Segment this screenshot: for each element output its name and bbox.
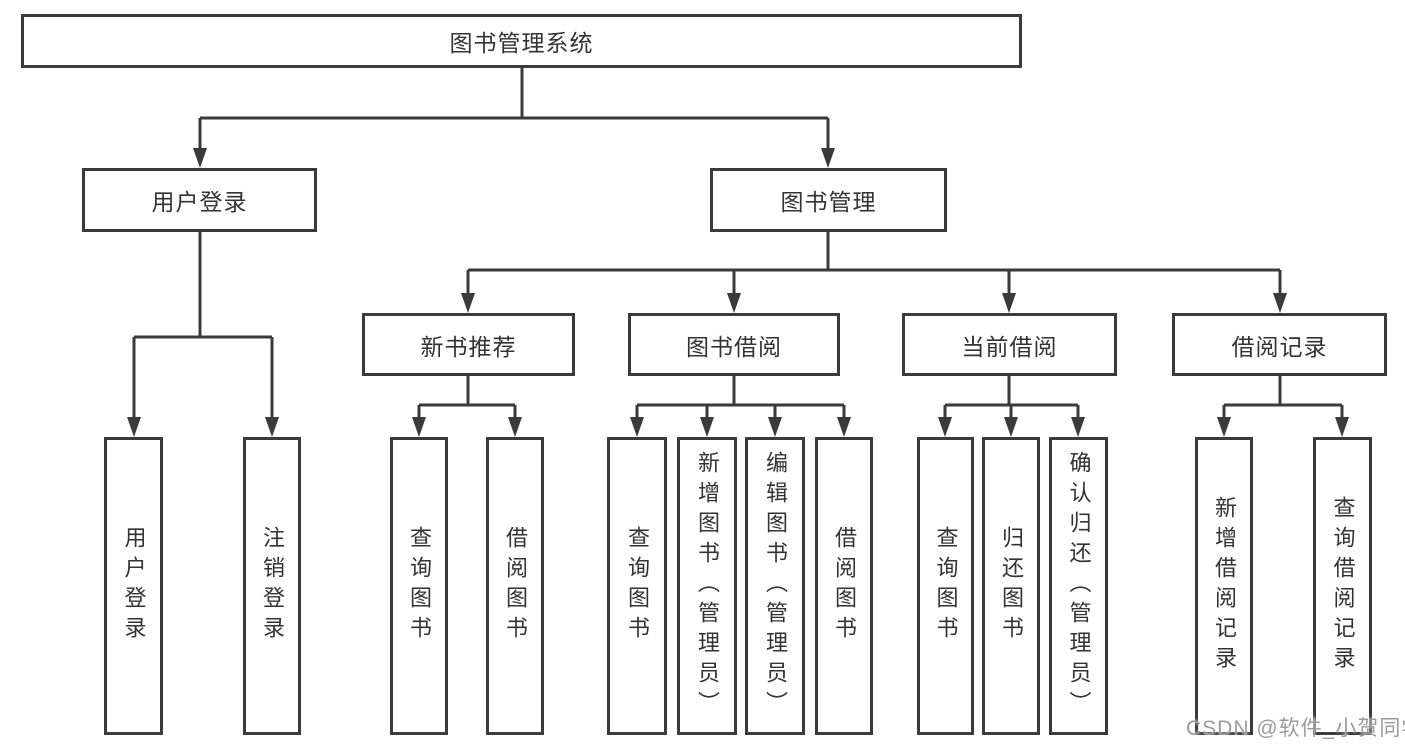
- edge-book-borrow-to-leaves: [635, 376, 846, 421]
- node-book-management: 图书管理: [710, 168, 947, 232]
- node-label: 借阅记录: [1231, 333, 1328, 360]
- leaf-borrow-books-recommend: 借阅图书: [486, 437, 544, 735]
- leaf-confirm-return-admin: 确认归还（管理员）: [1049, 437, 1108, 735]
- leaf-edit-books-admin: 编辑图书（管理员）: [745, 437, 805, 735]
- edge-root-to-level2: [198, 66, 830, 152]
- leaf-label: 归还图书: [999, 526, 1024, 646]
- leaf-label: 借阅图书: [832, 526, 857, 646]
- leaf-query-books-recommend: 查询图书: [390, 437, 448, 735]
- leaf-query-books-current: 查询图书: [917, 437, 974, 735]
- leaf-label: 编辑图书（管理员）: [763, 451, 788, 721]
- node-current-borrow: 当前借阅: [902, 313, 1117, 376]
- leaf-label: 查询借阅记录: [1330, 496, 1356, 676]
- node-library-management-system: 图书管理系统: [21, 14, 1022, 68]
- node-borrow-records: 借阅记录: [1172, 313, 1387, 376]
- edge-new-book-recommend-to-leaves: [417, 376, 517, 421]
- leaf-label: 查询图书: [625, 526, 650, 646]
- leaf-borrow-books: 借阅图书: [815, 437, 873, 735]
- csdn-watermark: CSDN @软件_小贺同学: [1186, 717, 1405, 740]
- edge-book-management-to-sections: [466, 232, 1282, 297]
- leaf-label: 新增图书（管理员）: [695, 451, 720, 721]
- node-label: 新书推荐: [420, 333, 517, 360]
- leaf-return-books: 归还图书: [982, 437, 1040, 735]
- leaf-label: 查询图书: [407, 526, 432, 646]
- tree-edges: [132, 66, 1344, 421]
- edge-borrow-records-to-leaves: [1222, 376, 1344, 421]
- leaf-label: 查询图书: [933, 526, 959, 646]
- node-label: 图书借阅: [686, 333, 782, 360]
- leaf-label: 注销登录: [260, 526, 285, 646]
- node-new-book-recommend: 新书推荐: [362, 313, 575, 376]
- leaf-label: 新增借阅记录: [1212, 496, 1237, 676]
- leaf-label: 用户登录: [121, 526, 147, 646]
- node-label: 图书管理: [780, 189, 877, 215]
- leaf-query-books-borrow: 查询图书: [607, 437, 667, 735]
- leaf-add-books-admin: 新增图书（管理员）: [677, 437, 737, 735]
- edge-current-borrow-to-leaves: [943, 376, 1080, 421]
- leaf-logout: 注销登录: [243, 437, 301, 735]
- node-label: 图书管理系统: [449, 30, 594, 56]
- leaf-add-borrow-record: 新增借阅记录: [1195, 437, 1253, 735]
- edge-user-login-to-leaves: [132, 232, 274, 421]
- leaf-label: 确认归还（管理员）: [1066, 451, 1092, 721]
- leaf-query-borrow-record: 查询借阅记录: [1313, 437, 1372, 735]
- node-book-borrow: 图书借阅: [628, 313, 840, 376]
- node-user-login: 用户登录: [82, 168, 317, 232]
- node-label: 当前借阅: [961, 333, 1058, 360]
- leaf-user-login: 用户登录: [104, 437, 163, 735]
- leaf-label: 借阅图书: [503, 526, 528, 646]
- node-label: 用户登录: [151, 189, 248, 215]
